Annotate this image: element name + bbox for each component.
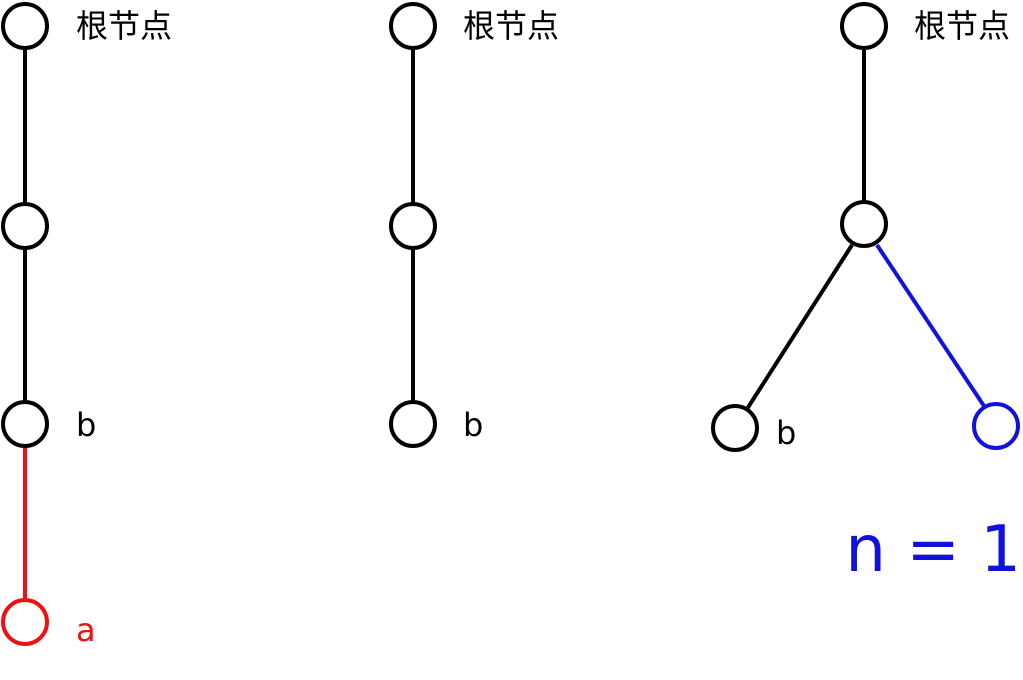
node-b [711,404,759,452]
label-root: 根节点 [463,7,559,45]
middle-tree: 根节点 b [389,2,559,448]
right-tree: 根节点 b [711,2,1020,452]
node-a [1,598,49,646]
label-root: 根节点 [914,7,1010,45]
edge-mid-to-new [875,243,986,408]
edge-mid-to-b [745,243,854,411]
node-middle [1,202,49,250]
formula-label: n = 1 [845,513,1021,587]
node-b [389,400,437,448]
label-root: 根节点 [76,7,172,45]
left-tree: 根节点 b a [1,2,172,649]
node-b [1,400,49,448]
node-middle [389,202,437,250]
node-root [389,2,437,50]
label-b: b [463,406,483,444]
node-middle [840,200,888,248]
node-root [840,2,888,50]
node-root [1,2,49,50]
node-new [972,402,1020,450]
label-b: b [76,406,96,444]
label-b: b [776,414,796,452]
label-a: a [76,611,96,649]
